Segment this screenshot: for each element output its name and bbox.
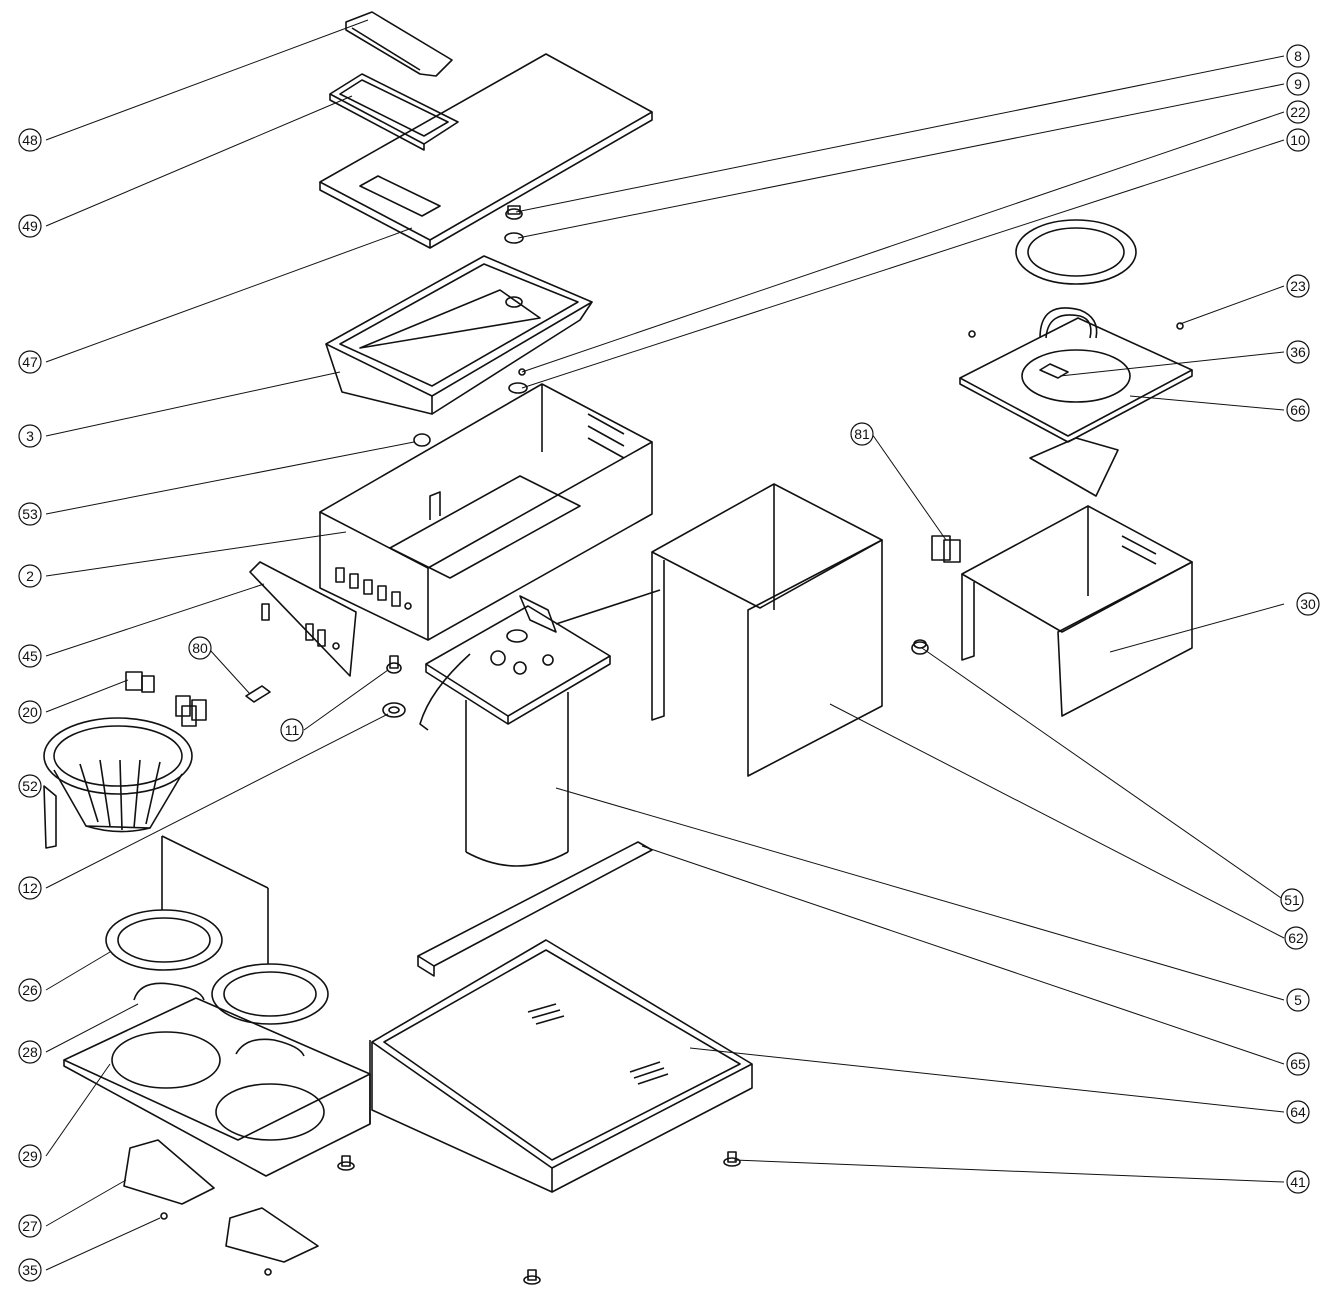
part-41-foot: [337, 1151, 741, 1285]
part-11-valve: [386, 655, 402, 674]
part-9-ring: [504, 232, 524, 244]
part-2-housing: [319, 383, 653, 641]
callout-3: 3: [26, 428, 34, 444]
part-27-bracket: [123, 1139, 215, 1205]
callout-22: 22: [1290, 104, 1306, 120]
part-64-base-pan: [371, 939, 753, 1193]
part-5-tank: [419, 589, 661, 867]
callout-66: 66: [1290, 402, 1306, 418]
part-35-foot: [160, 1212, 272, 1276]
callout-29: 29: [22, 1148, 38, 1164]
part-36-clip: [968, 330, 976, 338]
part-12-fitting: [382, 702, 406, 718]
callout-65: 65: [1290, 1056, 1306, 1072]
callout-2: 2: [26, 568, 34, 584]
part-bracket-lower: [225, 1207, 319, 1263]
part-23-screw: [1176, 322, 1184, 330]
callout-26: 26: [22, 982, 38, 998]
part-warmer-ring-2: [211, 963, 329, 1025]
callout-53: 53: [22, 506, 38, 522]
callout-51: 51: [1284, 892, 1300, 908]
part-65-bracket: [417, 841, 653, 977]
callout-11: 11: [285, 722, 300, 738]
callout-10: 10: [1290, 132, 1306, 148]
part-80-fuse: [245, 685, 271, 703]
callout-52: 52: [22, 778, 38, 794]
callout-62: 62: [1288, 930, 1304, 946]
part-warmer-ring-right: [1015, 219, 1137, 285]
part-30-housing: [961, 505, 1193, 717]
leader-lines: [45, 19, 1285, 1271]
callout-45: 45: [22, 648, 38, 664]
callout-30: 30: [1300, 596, 1316, 612]
callout-23: 23: [1290, 278, 1306, 294]
part-62-frame: [651, 483, 883, 777]
callout-28: 28: [22, 1044, 38, 1060]
part-bracket-right: [1029, 437, 1119, 497]
callout-20: 20: [22, 704, 38, 720]
part-28-element: [133, 982, 305, 1057]
callout-9: 9: [1294, 76, 1302, 92]
part-22-nut: [518, 368, 526, 376]
callout-81: 81: [854, 426, 870, 442]
callout-41: 41: [1290, 1174, 1306, 1190]
part-3-basin: [325, 255, 593, 415]
part-26-warmer-ring: [105, 835, 269, 971]
callout-35: 35: [22, 1262, 38, 1278]
callout-12: 12: [22, 880, 38, 896]
part-51-knob: [911, 639, 929, 655]
callout-36: 36: [1290, 344, 1306, 360]
callout-5: 5: [1294, 992, 1302, 1008]
part-45-label-plate: [249, 561, 357, 677]
part-52-brew-basket: [43, 717, 193, 849]
part-81-switch: [931, 535, 961, 563]
callout-8: 8: [1294, 48, 1302, 64]
part-20-switch: [125, 671, 207, 727]
callout-80: 80: [192, 640, 208, 656]
callout-49: 49: [22, 218, 38, 234]
part-29-base-plate: [63, 997, 371, 1177]
part-8-fitting: [505, 205, 523, 220]
part-47-top-cover: [319, 53, 653, 249]
part-10-washer: [508, 382, 528, 394]
callout-48: 48: [22, 132, 38, 148]
part-66-plate: [959, 317, 1193, 443]
part-49-grate-tray: [329, 73, 459, 151]
callout-47: 47: [22, 354, 38, 370]
part-48-spray-cover: [345, 11, 453, 77]
callout-64: 64: [1290, 1104, 1306, 1120]
part-53-grommet: [413, 433, 431, 447]
callout-27: 27: [22, 1218, 38, 1234]
